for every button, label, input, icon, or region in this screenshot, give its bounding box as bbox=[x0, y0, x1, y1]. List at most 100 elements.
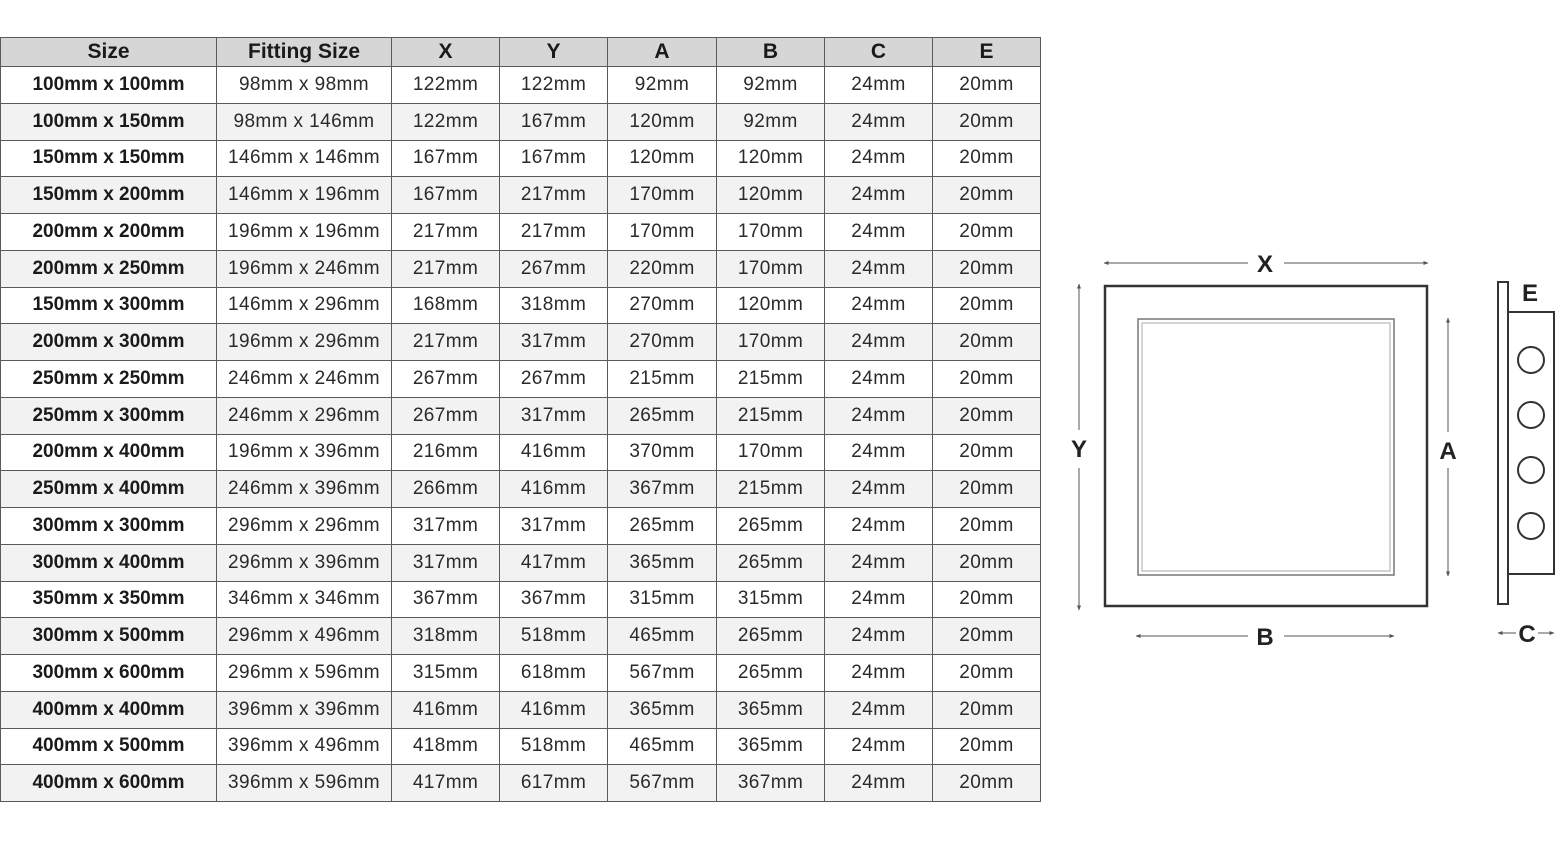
table-cell: 20mm bbox=[932, 360, 1041, 398]
e-dimension-label: E bbox=[1522, 280, 1538, 307]
size-cell: 400mm x 500mm bbox=[0, 727, 217, 766]
size-cell: 300mm x 400mm bbox=[0, 543, 217, 582]
table-cell: 416mm bbox=[391, 690, 500, 729]
table-cell: 265mm bbox=[607, 396, 717, 435]
table-cell: 215mm bbox=[607, 360, 717, 398]
table-cell: 92mm bbox=[716, 102, 825, 141]
table-cell: 317mm bbox=[499, 323, 608, 361]
table-cell: 24mm bbox=[824, 213, 933, 251]
table-cell: 167mm bbox=[499, 102, 608, 141]
table-cell: 20mm bbox=[932, 102, 1041, 141]
table-cell: 170mm bbox=[716, 249, 825, 288]
table-cell: 416mm bbox=[499, 690, 608, 729]
table-cell: 196mm x 196mm bbox=[216, 213, 392, 251]
table-cell: 215mm bbox=[716, 360, 825, 398]
table-cell: 317mm bbox=[499, 396, 608, 435]
table-cell: 120mm bbox=[607, 139, 717, 178]
table-cell: 20mm bbox=[932, 690, 1041, 729]
table-cell: 418mm bbox=[391, 727, 500, 766]
size-cell: 250mm x 250mm bbox=[0, 360, 217, 398]
size-cell: 300mm x 600mm bbox=[0, 654, 217, 692]
table-cell: 24mm bbox=[824, 360, 933, 398]
column-header: C bbox=[824, 37, 933, 67]
size-cell: 200mm x 400mm bbox=[0, 433, 217, 472]
table-cell: 196mm x 246mm bbox=[216, 249, 392, 288]
table-cell: 465mm bbox=[607, 617, 717, 655]
table-cell: 168mm bbox=[391, 286, 500, 325]
table-cell: 417mm bbox=[391, 764, 500, 802]
table-cell: 24mm bbox=[824, 727, 933, 766]
table-cell: 367mm bbox=[391, 580, 500, 619]
table-cell: 196mm x 396mm bbox=[216, 433, 392, 472]
table-cell: 24mm bbox=[824, 690, 933, 729]
table-cell: 24mm bbox=[824, 543, 933, 582]
table-cell: 20mm bbox=[932, 176, 1041, 214]
side-view-hole bbox=[1517, 456, 1545, 484]
table-cell: 370mm bbox=[607, 433, 717, 472]
table-cell: 267mm bbox=[391, 396, 500, 435]
table-cell: 120mm bbox=[716, 139, 825, 178]
column-header: X bbox=[391, 37, 500, 67]
table-cell: 315mm bbox=[391, 654, 500, 692]
table-cell: 24mm bbox=[824, 102, 933, 141]
size-cell: 300mm x 300mm bbox=[0, 507, 217, 545]
table-cell: 20mm bbox=[932, 470, 1041, 508]
table-cell: 24mm bbox=[824, 66, 933, 104]
table-cell: 20mm bbox=[932, 543, 1041, 582]
table-cell: 567mm bbox=[607, 764, 717, 802]
table-cell: 367mm bbox=[499, 580, 608, 619]
inner-panel-inner bbox=[1141, 322, 1391, 572]
table-cell: 120mm bbox=[607, 102, 717, 141]
column-header: Size bbox=[0, 37, 217, 67]
table-cell: 296mm x 296mm bbox=[216, 507, 392, 545]
table-cell: 518mm bbox=[499, 727, 608, 766]
column-header: E bbox=[932, 37, 1041, 67]
table-cell: 220mm bbox=[607, 249, 717, 288]
table-cell: 24mm bbox=[824, 580, 933, 619]
table-cell: 20mm bbox=[932, 66, 1041, 104]
table-cell: 315mm bbox=[716, 580, 825, 619]
table-cell: 465mm bbox=[607, 727, 717, 766]
table-cell: 20mm bbox=[932, 764, 1041, 802]
size-cell: 200mm x 250mm bbox=[0, 249, 217, 288]
table-cell: 170mm bbox=[716, 323, 825, 361]
table-cell: 416mm bbox=[499, 470, 608, 508]
table-cell: 265mm bbox=[716, 543, 825, 582]
table-cell: 20mm bbox=[932, 213, 1041, 251]
table-cell: 120mm bbox=[716, 286, 825, 325]
side-view-hole bbox=[1517, 346, 1545, 374]
table-cell: 270mm bbox=[607, 286, 717, 325]
table-cell: 367mm bbox=[716, 764, 825, 802]
table-cell: 365mm bbox=[716, 727, 825, 766]
side-view-flange bbox=[1497, 281, 1509, 605]
table-cell: 618mm bbox=[499, 654, 608, 692]
side-view-hole bbox=[1517, 512, 1545, 540]
table-cell: 20mm bbox=[932, 323, 1041, 361]
size-cell: 250mm x 300mm bbox=[0, 396, 217, 435]
size-cell: 250mm x 400mm bbox=[0, 470, 217, 508]
table-cell: 396mm x 496mm bbox=[216, 727, 392, 766]
table-cell: 98mm x 98mm bbox=[216, 66, 392, 104]
table-cell: 20mm bbox=[932, 617, 1041, 655]
table-cell: 296mm x 496mm bbox=[216, 617, 392, 655]
table-cell: 167mm bbox=[499, 139, 608, 178]
side-view-hole bbox=[1517, 401, 1545, 429]
table-cell: 217mm bbox=[391, 213, 500, 251]
table-cell: 265mm bbox=[607, 507, 717, 545]
c-dimension-label: C bbox=[1518, 621, 1535, 648]
table-cell: 265mm bbox=[716, 654, 825, 692]
size-cell: 150mm x 300mm bbox=[0, 286, 217, 325]
table-cell: 167mm bbox=[391, 139, 500, 178]
table-cell: 167mm bbox=[391, 176, 500, 214]
table-cell: 215mm bbox=[716, 470, 825, 508]
table-cell: 24mm bbox=[824, 286, 933, 325]
